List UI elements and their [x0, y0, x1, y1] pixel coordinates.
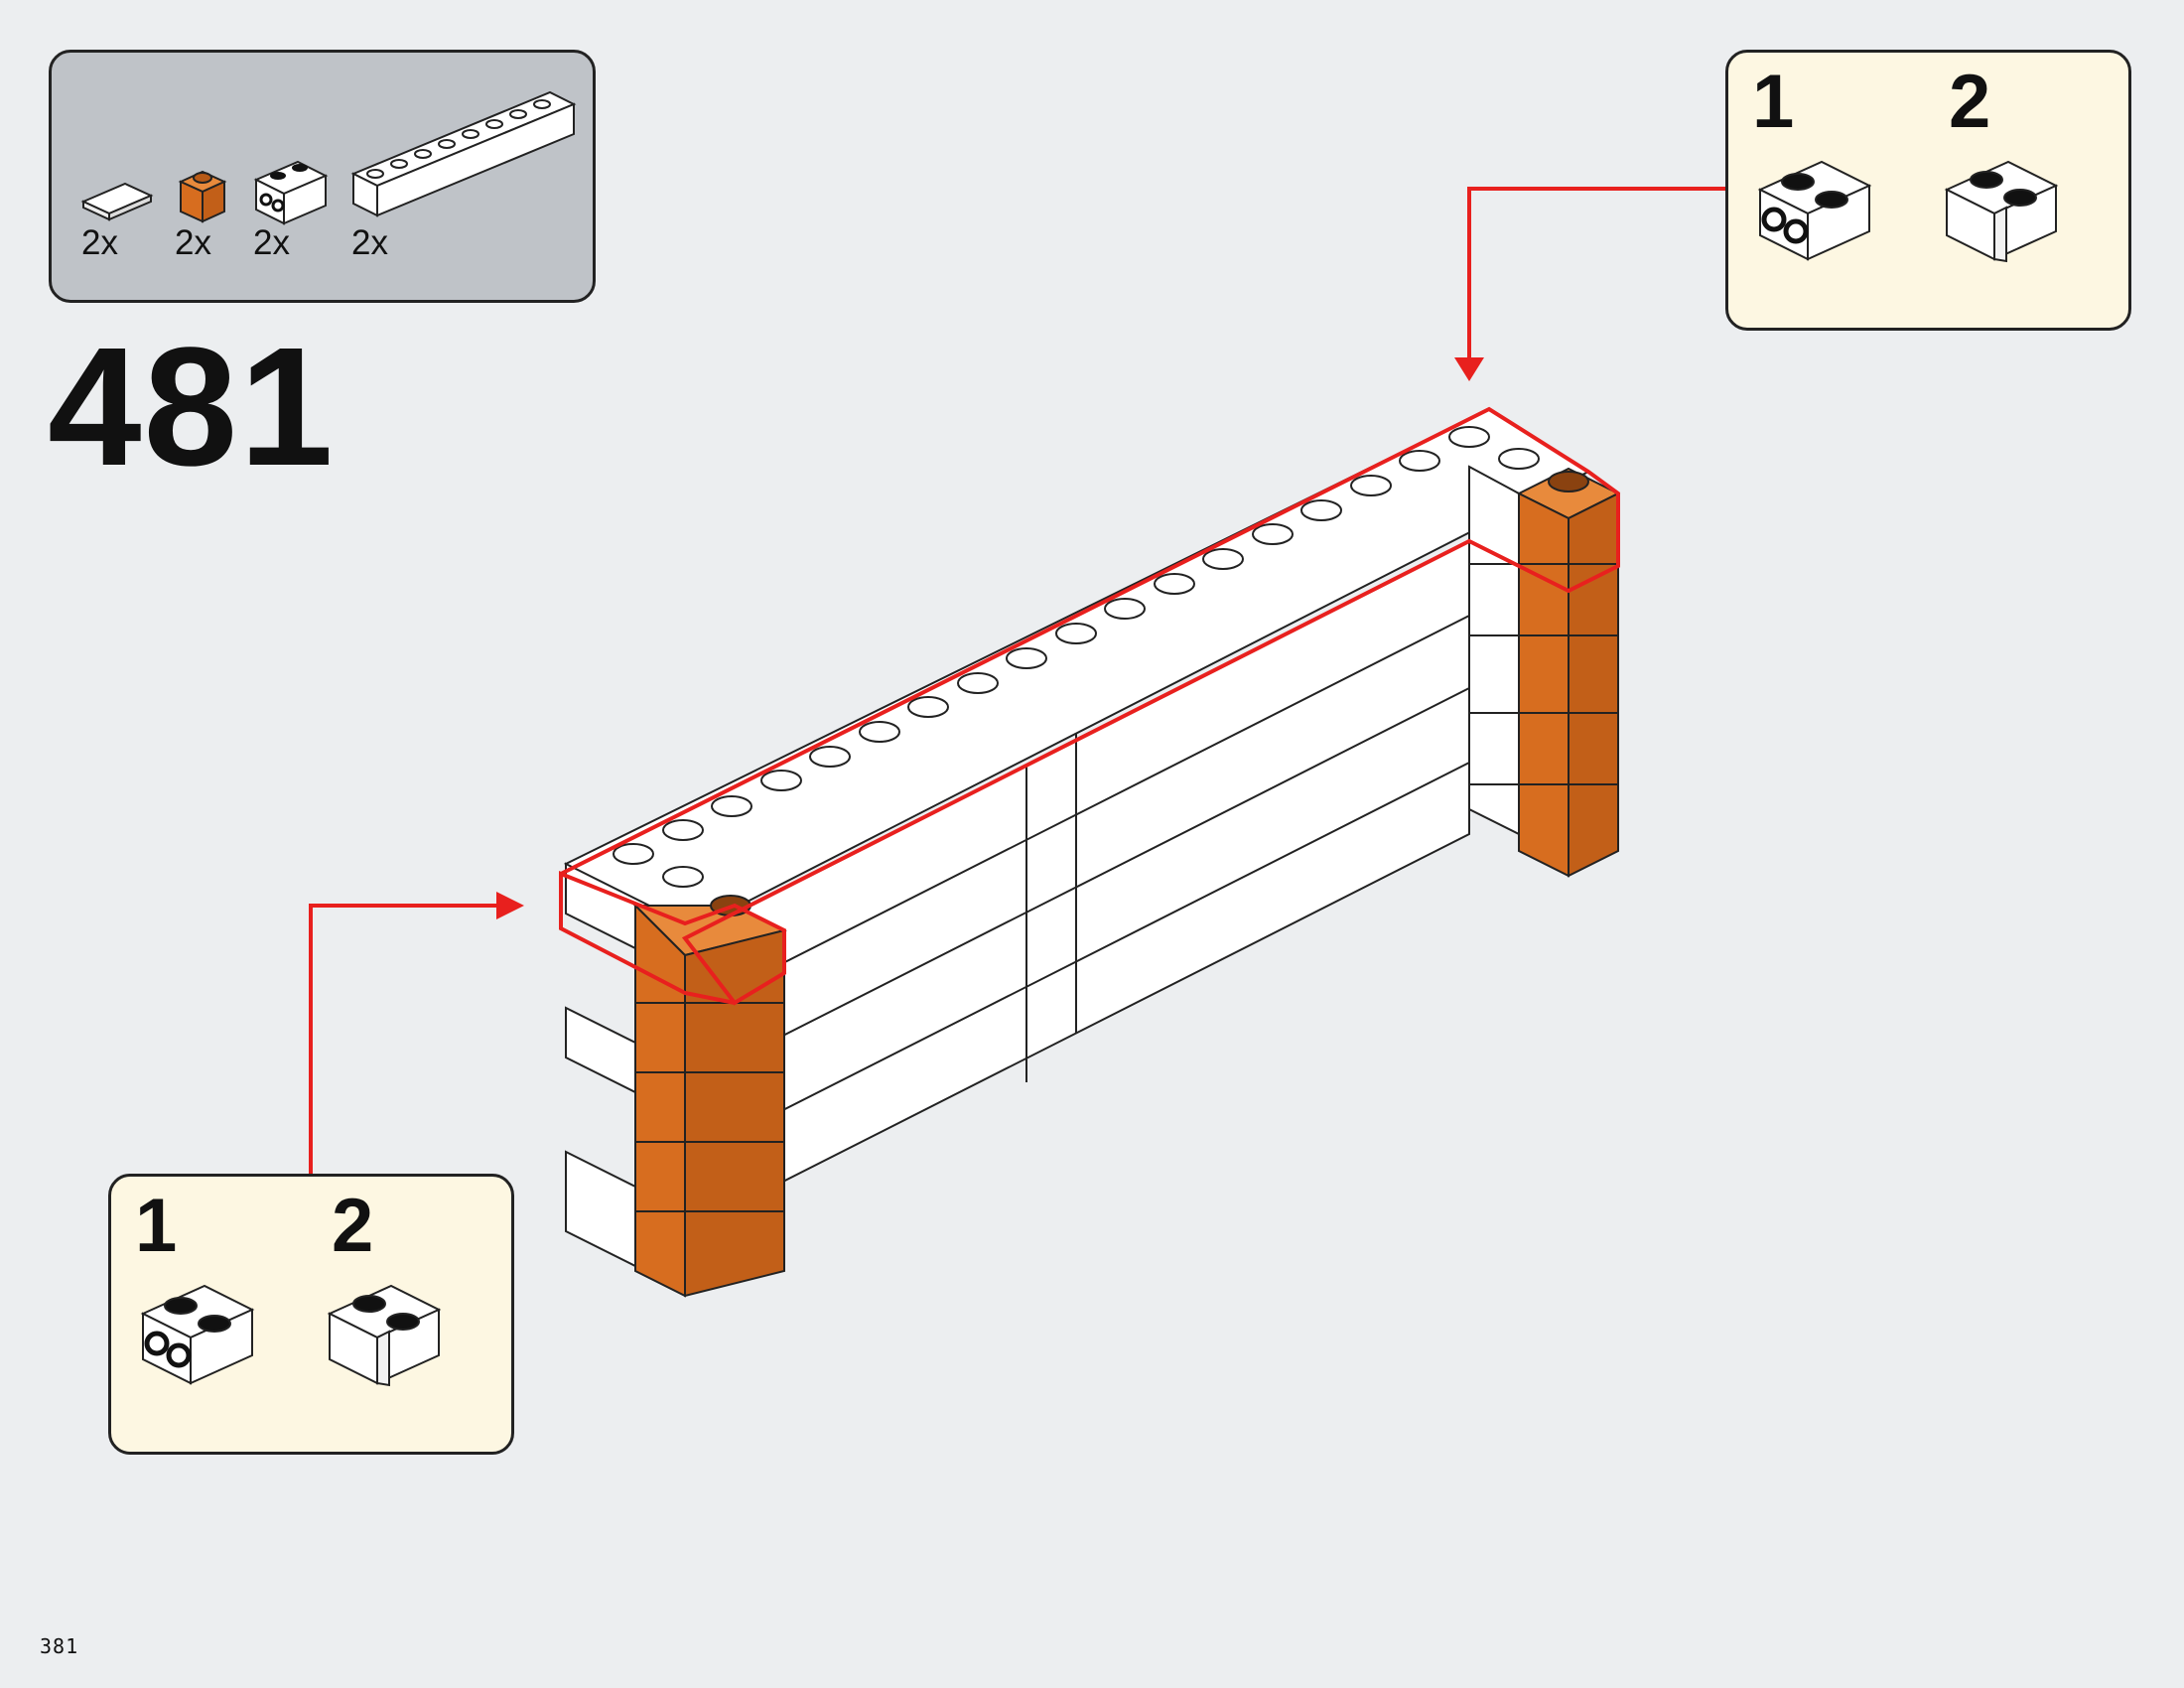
tile-icon — [327, 1284, 442, 1387]
long-brick-icon — [350, 90, 577, 217]
sub-step-number: 2 — [332, 1184, 374, 1268]
parts-list-box: 2x 2x 2x 2x — [49, 50, 596, 303]
red-arrow-icon — [309, 187, 1727, 1174]
parts-list-icons — [80, 90, 577, 225]
part-count-orange-brick: 2x — [175, 223, 211, 262]
part-count-side-stud-brick: 2x — [253, 223, 290, 262]
callout-illustration — [1757, 160, 2059, 263]
side-stud-brick-icon — [1757, 160, 1872, 261]
new-parts-highlight — [559, 406, 1620, 1006]
right-pillar — [1468, 465, 1621, 878]
tile-icon — [80, 182, 154, 221]
wall-top — [563, 407, 1591, 935]
sub-step-number: 1 — [135, 1184, 178, 1268]
page-number: 381 — [40, 1634, 79, 1658]
side-stud-brick-icon — [253, 160, 329, 225]
tile-icon — [1944, 160, 2059, 263]
step-number: 481 — [48, 313, 336, 501]
sub-assembly-callout-bottom: 1 2 — [108, 1174, 514, 1455]
sub-step-number: 2 — [1949, 60, 1991, 144]
orange-brick-icon — [178, 170, 227, 223]
sub-step-number: 1 — [1752, 60, 1795, 144]
callout-illustration — [140, 1284, 442, 1387]
part-count-tile: 2x — [81, 223, 118, 262]
part-count-long-brick: 2x — [351, 223, 388, 262]
left-pillar — [565, 862, 787, 1298]
sub-assembly-callout-top: 1 2 — [1725, 50, 2131, 331]
side-stud-brick-icon — [140, 1284, 255, 1385]
